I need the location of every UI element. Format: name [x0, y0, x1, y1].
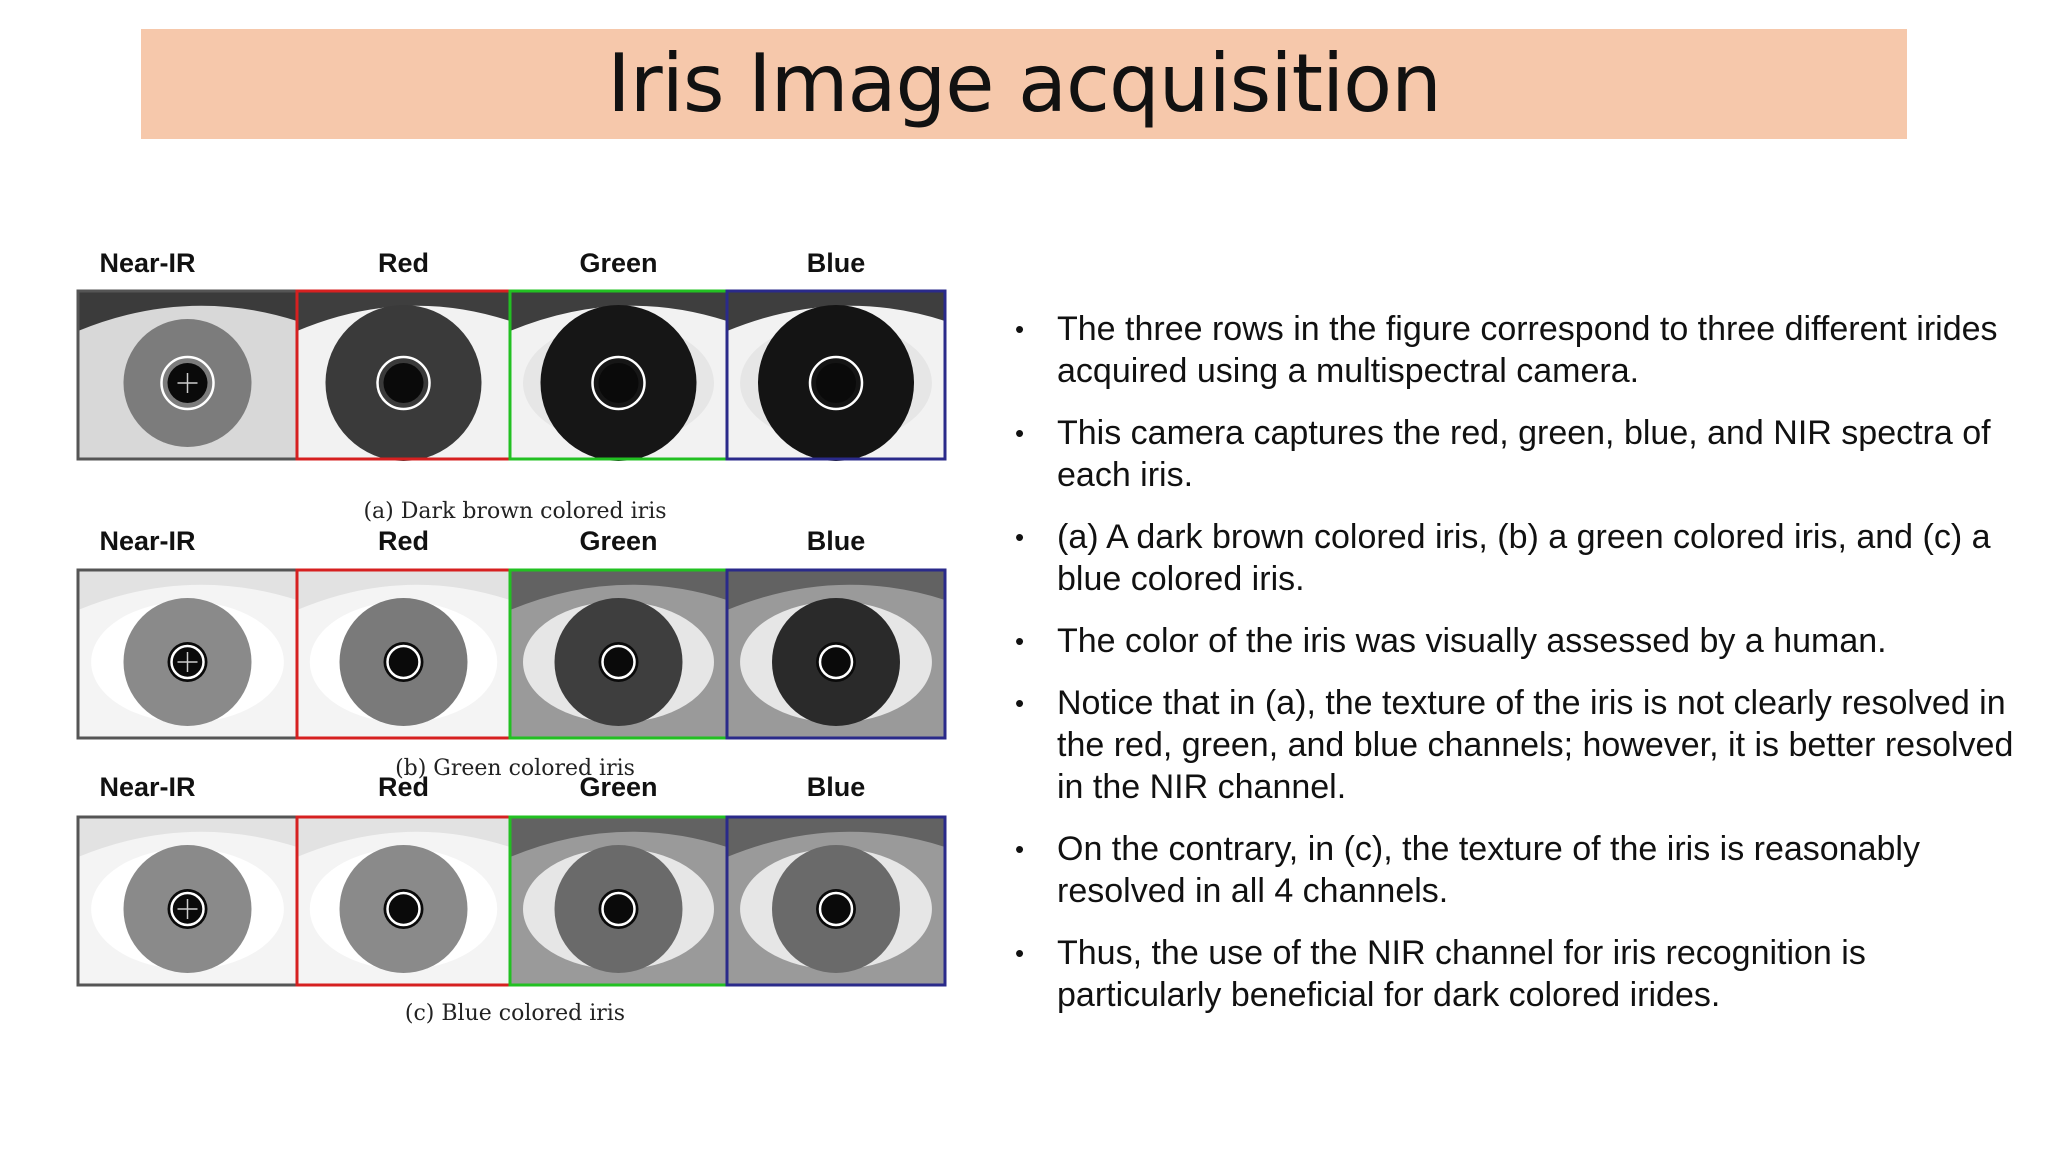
pupil	[816, 363, 856, 403]
bullet-item: • (a) A dark brown colored iris, (b) a gr…	[1015, 516, 2015, 600]
pupil	[816, 642, 856, 682]
segmentation-ring	[376, 355, 431, 411]
eyelid-lashes	[727, 291, 945, 331]
eyelid-lashes	[297, 817, 510, 857]
row-caption: (a) Dark brown colored iris	[363, 499, 666, 524]
panel-frame	[725, 568, 947, 740]
segmentation-ring	[170, 891, 205, 927]
pupil	[598, 642, 639, 682]
eyelid-lashes	[78, 291, 297, 331]
slide-title: Iris Image acquisition	[607, 37, 1442, 130]
eye-panel	[508, 815, 729, 987]
eyelid-lashes	[510, 291, 727, 331]
eye-panel	[76, 568, 299, 740]
eye-panel	[508, 289, 729, 461]
panel-frame	[725, 815, 947, 987]
figure-row: Near-IR Red Green Blue (c) Blue colored iris	[76, 772, 947, 1026]
pupil	[383, 363, 424, 403]
segmentation-ring	[818, 891, 854, 927]
bullet-item: • The three rows in the figure correspond…	[1015, 308, 2015, 392]
bullet-icon: •	[1015, 418, 1025, 448]
bullet-item: • On the contrary, in (c), the texture of…	[1015, 828, 2015, 912]
row-caption: (b) Green colored iris	[395, 756, 635, 781]
segmentation-ring	[808, 355, 864, 411]
pupil	[383, 642, 424, 682]
column-label: Red	[378, 772, 429, 802]
figure-row: Near-IR Red Green Blue (a) Dark brown colore…	[76, 248, 947, 524]
eye-panel	[725, 815, 947, 987]
eyelid-lashes	[297, 570, 510, 610]
segmentation-ring	[170, 644, 205, 680]
column-label: Green	[579, 248, 657, 278]
column-label: Green	[579, 772, 657, 802]
eye-panel	[295, 568, 512, 740]
bullet-text: The color of the iris was visually asses…	[1057, 622, 1887, 660]
eyelid-lashes	[297, 291, 510, 331]
eye-panel	[76, 815, 299, 987]
bullet-text: (a) A dark brown colored iris, (b) a gre…	[1057, 518, 1991, 598]
column-label: Red	[378, 248, 429, 278]
segmentation-ring	[386, 891, 421, 927]
column-label: Green	[579, 526, 657, 556]
eyelid-lashes	[727, 570, 945, 610]
column-label: Blue	[807, 772, 866, 802]
eye-panel	[295, 815, 512, 987]
column-label: Near-IR	[99, 248, 195, 278]
bullet-text: On the contrary, in (c), the texture of …	[1057, 830, 1920, 910]
bullet-item: • Notice that in (a), the texture of the …	[1015, 682, 2015, 808]
bullet-text: This camera captures the red, green, blu…	[1057, 414, 1991, 494]
bullet-text: The three rows in the figure correspond …	[1057, 310, 1998, 390]
bullet-icon: •	[1015, 314, 1025, 344]
panel-frame	[725, 289, 947, 461]
segmentation-ring	[386, 644, 421, 680]
title-banner: Iris Image acquisition	[141, 29, 1907, 139]
pupil	[598, 363, 639, 403]
column-label: Red	[378, 526, 429, 556]
pupil	[598, 889, 639, 929]
bullet-item: • The color of the iris was visually asse…	[1015, 620, 2015, 662]
column-label: Near-IR	[99, 526, 195, 556]
segmentation-ring	[591, 355, 646, 411]
eye-panel	[725, 568, 947, 740]
bullet-text: Notice that in (a), the texture of the i…	[1057, 684, 2014, 806]
column-label: Blue	[807, 526, 866, 556]
segmentation-ring	[818, 644, 854, 680]
pupil	[816, 889, 856, 929]
bullet-icon: •	[1015, 688, 1025, 718]
bullet-icon: •	[1015, 522, 1025, 552]
bullet-icon: •	[1015, 626, 1025, 656]
bullet-icon: •	[1015, 834, 1025, 864]
eye-panel	[725, 289, 947, 461]
segmentation-ring	[160, 355, 215, 411]
bullet-item: • This camera captures the red, green, b…	[1015, 412, 2015, 496]
figure-row: Near-IR Red Green Blue (b) Green colored iri…	[76, 526, 947, 781]
bullet-text: Thus, the use of the NIR channel for iri…	[1057, 934, 1866, 1014]
bullet-icon: •	[1015, 938, 1025, 968]
column-label: Blue	[807, 248, 866, 278]
eyelid-lashes	[78, 570, 297, 610]
eye-panel	[76, 289, 299, 461]
row-caption: (c) Blue colored iris	[405, 1001, 625, 1026]
eyelid-lashes	[510, 570, 727, 610]
bullet-item: • Thus, the use of the NIR channel for ir…	[1015, 932, 2015, 1016]
segmentation-ring	[601, 644, 636, 680]
eye-panel	[508, 568, 729, 740]
pupil	[383, 889, 424, 929]
bullet-list: • The three rows in the figure correspond…	[1015, 308, 2015, 1036]
eyelid-lashes	[78, 817, 297, 857]
eyelid-lashes	[727, 817, 945, 857]
eye-panel	[295, 289, 512, 461]
eyelid-lashes	[510, 817, 727, 857]
segmentation-ring	[601, 891, 636, 927]
column-label: Near-IR	[99, 772, 195, 802]
